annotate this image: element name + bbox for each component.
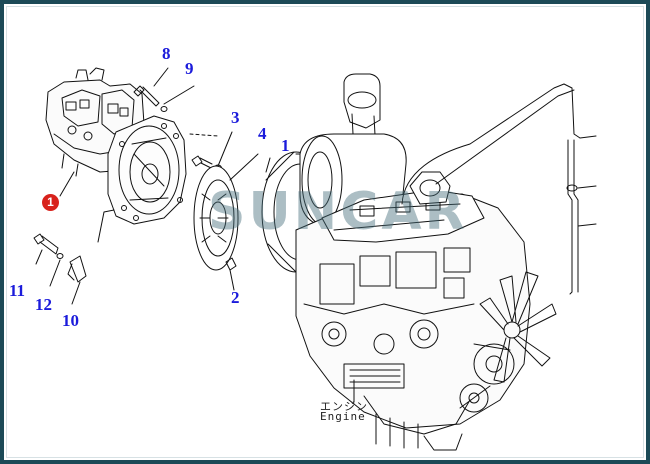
callout-2: 2 — [231, 288, 240, 307]
parts-drawing — [33, 67, 597, 451]
bolt-3-and-damper-4 — [189, 131, 259, 291]
cooling-fan — [479, 271, 557, 383]
callout-1: 1 — [281, 136, 290, 155]
bolt-11-washer-12-bracket-10 — [33, 209, 115, 305]
watermark-text: SUNCAR — [208, 182, 468, 242]
callout-12: 12 — [35, 295, 52, 314]
callout-9: 9 — [185, 59, 194, 78]
callout-4: 4 — [258, 124, 267, 143]
engine-assembly — [295, 73, 597, 451]
hydraulic-pump — [45, 67, 187, 225]
engine-label-japanese: エンジン — [320, 400, 368, 413]
callout-11: 11 — [9, 281, 26, 300]
callout-10: 10 — [62, 311, 79, 330]
callout-8: 8 — [162, 44, 171, 63]
callout-3: 3 — [231, 108, 240, 127]
engine-label-english: Engine — [320, 410, 366, 423]
bolt-8-and-washer-9 — [133, 67, 195, 112]
highlight-callout-1: 1 — [42, 194, 59, 211]
diagram-inner-border — [6, 6, 644, 458]
